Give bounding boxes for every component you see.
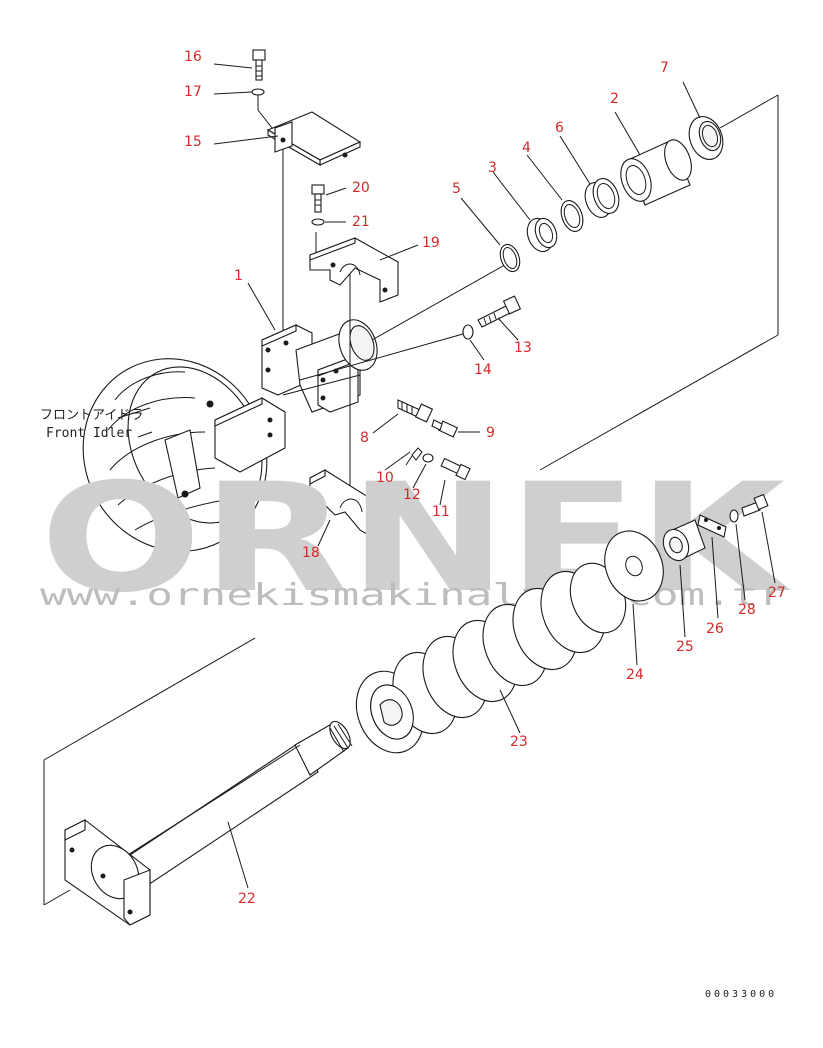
callout-26: 26 [706, 621, 724, 637]
o-ring-4 [560, 200, 584, 232]
callout-24: 24 [626, 667, 644, 683]
callout-8: 8 [360, 430, 369, 446]
bolt-27 [741, 493, 769, 517]
callout-18: 18 [302, 545, 320, 561]
callout-13: 13 [514, 340, 532, 356]
washer-28 [729, 509, 739, 523]
cap-18 [309, 469, 393, 541]
callout-14: 14 [474, 362, 492, 378]
callout-9: 9 [486, 425, 495, 441]
watermark-url: www.ornekismakinalari.com.tr [40, 578, 785, 613]
callout-6: 6 [555, 120, 564, 136]
nut-25 [662, 519, 706, 562]
callout-12: 12 [403, 487, 421, 503]
washer-14 [462, 324, 474, 340]
callout-11: 11 [432, 504, 450, 520]
callout-21: 21 [352, 214, 370, 230]
guide-lines [282, 128, 511, 490]
front-idler-label-jp: フロントアイドラ [40, 408, 143, 423]
recoil-spring-23 [355, 562, 627, 754]
bolt-11 [440, 457, 471, 481]
cover-plate [266, 111, 362, 166]
callout-7: 7 [660, 60, 669, 76]
callout-15: 15 [184, 134, 202, 150]
bolt-16 [252, 49, 266, 81]
callout-2: 2 [610, 91, 619, 107]
front-idler-label-en: Front Idler [46, 426, 132, 441]
snap-ring-5 [499, 243, 521, 273]
grease-fitting-8 [397, 399, 434, 423]
bolt-13 [477, 295, 522, 328]
rod-22 [64, 720, 353, 926]
callout-20: 20 [352, 180, 370, 196]
front-idler-label: フロントアイドラ Front Idler [40, 407, 153, 441]
callout-23: 23 [510, 734, 528, 750]
callouts: 16 17 15 1 20 21 19 2 7 3 4 6 5 13 14 8 … [184, 49, 786, 907]
cap-19 [309, 237, 399, 303]
callout-19: 19 [422, 235, 440, 251]
callout-1: 1 [234, 268, 243, 284]
callout-25: 25 [676, 639, 694, 655]
frame-lines [43, 94, 779, 906]
callout-22: 22 [238, 891, 256, 907]
lock-plate-26 [697, 514, 727, 538]
lock-plate-10 [405, 447, 423, 466]
seal-3 [526, 217, 558, 253]
callout-5: 5 [452, 181, 461, 197]
ring-7 [688, 116, 724, 160]
valve-9 [431, 419, 459, 438]
yoke-assembly [261, 319, 378, 413]
washer-17 [251, 88, 273, 129]
drawing-code: 00033000 [705, 989, 777, 1000]
front-idler-wheel [82, 358, 286, 552]
callout-10: 10 [376, 470, 394, 486]
callout-4: 4 [522, 140, 531, 156]
cylinder-2 [620, 139, 692, 206]
callout-3: 3 [488, 160, 497, 176]
callout-28: 28 [738, 602, 756, 618]
callout-16: 16 [184, 49, 202, 65]
callout-17: 17 [184, 84, 202, 100]
bushing-6 [584, 178, 620, 218]
washer-12 [422, 453, 434, 463]
bolt-20 [311, 184, 325, 213]
leader-lines [213, 63, 776, 889]
callout-27: 27 [768, 585, 786, 601]
washer-21 [311, 218, 325, 226]
disc-24 [604, 530, 664, 602]
